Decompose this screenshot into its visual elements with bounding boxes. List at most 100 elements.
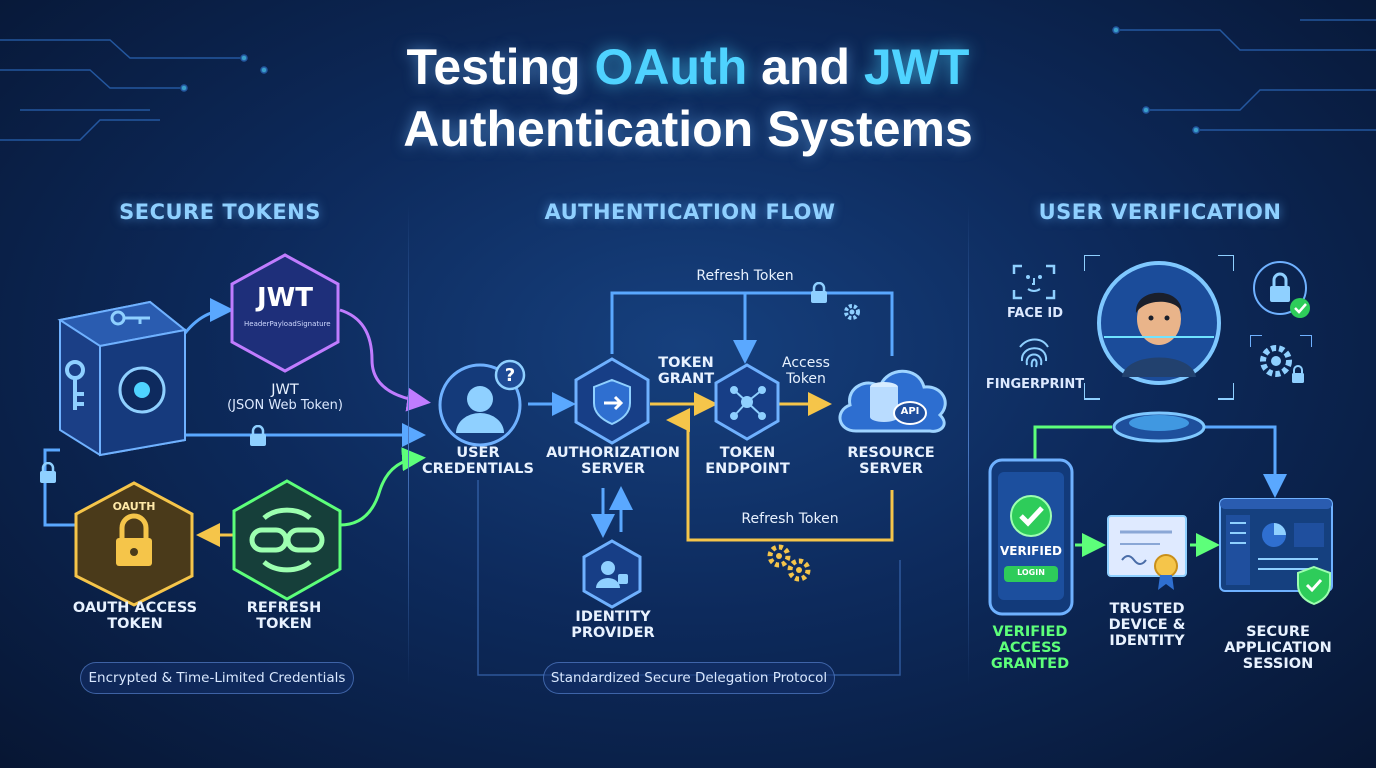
title-text: and	[747, 39, 864, 95]
lock-icon	[811, 282, 827, 303]
oauth-hexagon	[74, 481, 194, 607]
lock-check-icon	[1253, 261, 1310, 318]
dashboard-icon	[1219, 498, 1333, 606]
phone-icon	[988, 458, 1074, 616]
section-divider	[408, 205, 409, 685]
face-id-icon	[1012, 264, 1056, 300]
circuit-decoration-left	[0, 39, 268, 141]
oauth-badge-text: OAUTH	[112, 500, 156, 513]
title-oauth: OAuth	[594, 39, 748, 95]
label-line: USER	[456, 445, 500, 461]
jwt-signature-part: Signature	[296, 320, 331, 328]
title-text: Testing	[406, 39, 595, 95]
certificate-icon	[1107, 515, 1187, 590]
jwt-parts: Header Payload Signature	[244, 320, 331, 328]
chain-refresh-icon	[249, 507, 325, 573]
refresh-label-line: REFRESH	[246, 600, 322, 616]
flow-footer-pill: Standardized Secure Delegation Protocol	[543, 662, 835, 694]
safe-icon	[57, 300, 188, 457]
gear-icon	[1250, 335, 1312, 383]
refresh-token-top-loop	[610, 291, 894, 356]
page-title-line-2: Authentication Systems	[403, 101, 973, 157]
fingerprint-label: FINGERPRINT	[985, 377, 1085, 392]
refresh-to-user-arrow	[339, 447, 426, 527]
jwt-label: JWT	[271, 382, 299, 398]
jwt-payload-part: Payload	[269, 320, 297, 328]
label-line: SECURE	[1246, 624, 1310, 640]
cloud-database-icon	[838, 369, 947, 433]
refresh-token-bottom-label: Refresh Token	[741, 511, 839, 527]
avatar-to-session-arrow	[1198, 425, 1287, 498]
label-line: CREDENTIALS	[422, 461, 534, 477]
id-user-icon	[596, 561, 628, 588]
token-endpoint-hexagon	[714, 363, 780, 441]
refresh-token-top-label: Refresh Token	[696, 268, 794, 284]
label-line: APPLICATION	[1224, 640, 1332, 656]
label-line: Token	[786, 371, 826, 387]
circuit-decoration-right	[1112, 19, 1376, 134]
section-user-verification: USER VERIFICATION	[1038, 200, 1282, 224]
label-line: IDENTITY	[1109, 633, 1185, 649]
user-question-icon: ?	[438, 359, 526, 447]
network-icon	[730, 386, 766, 420]
checkmark-icon	[1010, 495, 1052, 537]
jwt-sublabel: (JSON Web Token)	[227, 398, 343, 413]
api-text: API	[900, 406, 920, 417]
face-id-label: FACE ID	[1006, 306, 1064, 321]
jwt-badge-text: JWT	[256, 283, 314, 313]
label-line: AUTHORIZATION	[546, 445, 680, 461]
lock-icon	[40, 462, 56, 483]
section-divider	[968, 205, 969, 685]
fingerprint-icon	[1019, 338, 1049, 368]
label-line: SERVER	[581, 461, 645, 477]
label-line: SESSION	[1242, 656, 1314, 672]
section-secure-tokens: SECURE TOKENS	[119, 200, 321, 224]
label-line: PROVIDER	[571, 625, 655, 641]
verified-text: VERIFIED	[999, 544, 1062, 558]
gear-icon	[844, 304, 860, 320]
label-line: GRANTED	[990, 656, 1070, 672]
title-jwt: JWT	[863, 39, 970, 95]
login-button[interactable]: LOGIN	[1017, 568, 1045, 577]
tokens-footer-pill: Encrypted & Time-Limited Credentials	[80, 662, 354, 694]
avatar-to-phone-line	[1033, 425, 1112, 460]
lock-icon	[250, 425, 266, 446]
oauth-to-safe-line	[43, 448, 75, 527]
label-line: VERIFIED	[992, 624, 1068, 640]
gear-icon	[767, 544, 811, 582]
identity-provider-hexagon	[582, 539, 642, 609]
label-line: TOKEN	[658, 355, 714, 371]
key-icon	[65, 360, 85, 410]
label-line: ENDPOINT	[705, 461, 790, 477]
jwt-header-part: Header	[244, 320, 270, 328]
jwt-hexagon	[230, 253, 340, 373]
label-line: TRUSTED	[1109, 601, 1185, 617]
lock-icon	[116, 513, 152, 566]
oauth-label-line: OAUTH ACCESS	[72, 600, 198, 616]
label-line: DEVICE &	[1108, 617, 1186, 633]
svg-text:?: ?	[505, 365, 515, 386]
refresh-hexagon	[232, 479, 342, 601]
label-line: TOKEN	[719, 445, 776, 461]
section-authentication-flow: AUTHENTICATION FLOW	[544, 200, 836, 224]
label-line: GRANT	[657, 371, 715, 387]
key-icon	[110, 310, 150, 326]
label-line: RESOURCE	[847, 445, 935, 461]
label-line: Access	[782, 355, 830, 371]
refresh-label-line: TOKEN	[256, 616, 312, 632]
page-title-line-1: Testing OAuth and JWT	[0, 38, 1376, 96]
label-line: ACCESS	[998, 640, 1062, 656]
label-line: IDENTITY	[575, 609, 651, 625]
